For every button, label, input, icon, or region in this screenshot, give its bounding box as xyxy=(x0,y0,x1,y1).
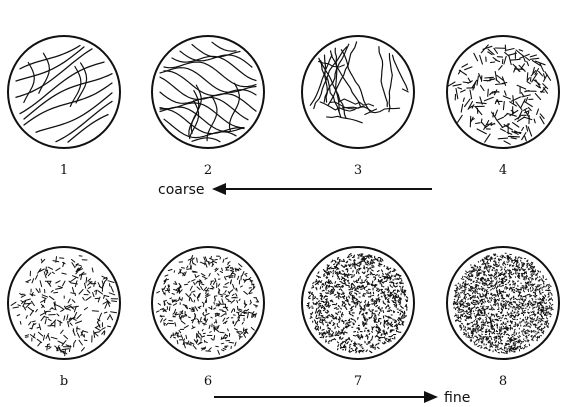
label-7: 7 xyxy=(354,374,362,389)
texture-8 xyxy=(453,253,553,353)
fine-label: fine xyxy=(444,390,470,406)
label-4: 4 xyxy=(499,163,507,178)
label-1: 1 xyxy=(60,163,68,178)
circle-2 xyxy=(152,36,264,148)
circle-6 xyxy=(152,247,264,359)
circle-1 xyxy=(8,36,120,148)
label-2: 2 xyxy=(204,163,212,178)
circle-8 xyxy=(447,247,559,359)
coarse-arrow xyxy=(212,183,432,195)
texture-5 xyxy=(11,256,118,356)
label-3: 3 xyxy=(354,163,362,178)
circle-7 xyxy=(302,247,414,359)
label-6: 6 xyxy=(204,374,212,389)
fine-arrow xyxy=(214,391,438,403)
texture-1 xyxy=(16,46,112,143)
texture-6 xyxy=(157,256,259,355)
circle-3 xyxy=(302,36,414,148)
label-5: b xyxy=(60,374,68,389)
coarse-label: coarse xyxy=(158,182,205,198)
circle-4 xyxy=(447,36,559,148)
label-8: 8 xyxy=(499,374,507,389)
circle-5 xyxy=(8,247,120,359)
texture-7 xyxy=(307,254,408,353)
texture-3 xyxy=(310,42,408,123)
texture-2 xyxy=(160,42,256,142)
